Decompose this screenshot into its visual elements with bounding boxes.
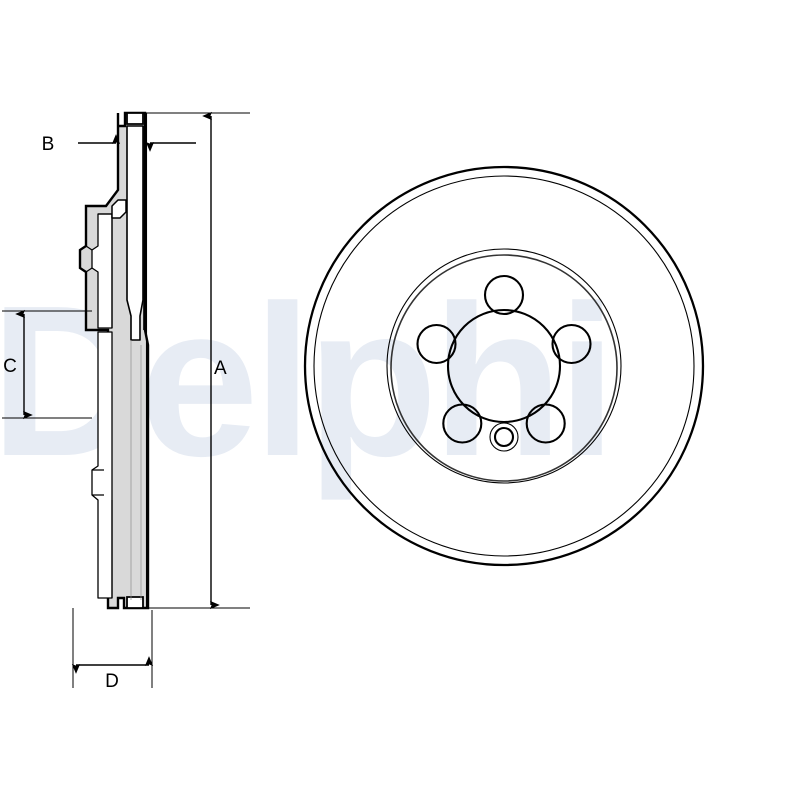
dimension-B: B [42, 134, 196, 155]
dim-B-label: B [42, 134, 55, 155]
disc-hat-outer-shadow [390, 254, 618, 482]
dim-C-label: C [3, 356, 17, 377]
bolt-hole [525, 403, 566, 444]
section-hat-step-upper [85, 245, 93, 273]
locating-pin-hole-inner [493, 426, 515, 448]
section-hat-fillet-upper [98, 213, 113, 328]
section-vent-cavity [126, 125, 144, 341]
bolt-hole [442, 403, 483, 444]
section-hat-interior-lower [91, 331, 113, 599]
bolt-hole [483, 274, 525, 316]
section-hat-step-lower [92, 469, 104, 496]
bolt-hole [551, 323, 592, 365]
disc-friction-band-inner [313, 175, 695, 557]
dimension-C: C [2, 309, 92, 420]
front-face-view [303, 165, 705, 567]
dim-A-label: A [214, 358, 227, 379]
section-bottom-notch [126, 596, 144, 609]
locating-pin-hole-outer [489, 422, 519, 452]
disc-hat-outer [386, 248, 622, 484]
dim-D-label: D [105, 671, 119, 692]
dimension-D: D [71, 608, 154, 692]
bolt-hole [416, 323, 457, 365]
section-transition-upper [111, 199, 127, 219]
disc-centre-bore [446, 308, 562, 424]
cross-section-view [78, 111, 150, 610]
disc-outer-edge [303, 165, 705, 567]
section-top-notch [126, 112, 144, 125]
